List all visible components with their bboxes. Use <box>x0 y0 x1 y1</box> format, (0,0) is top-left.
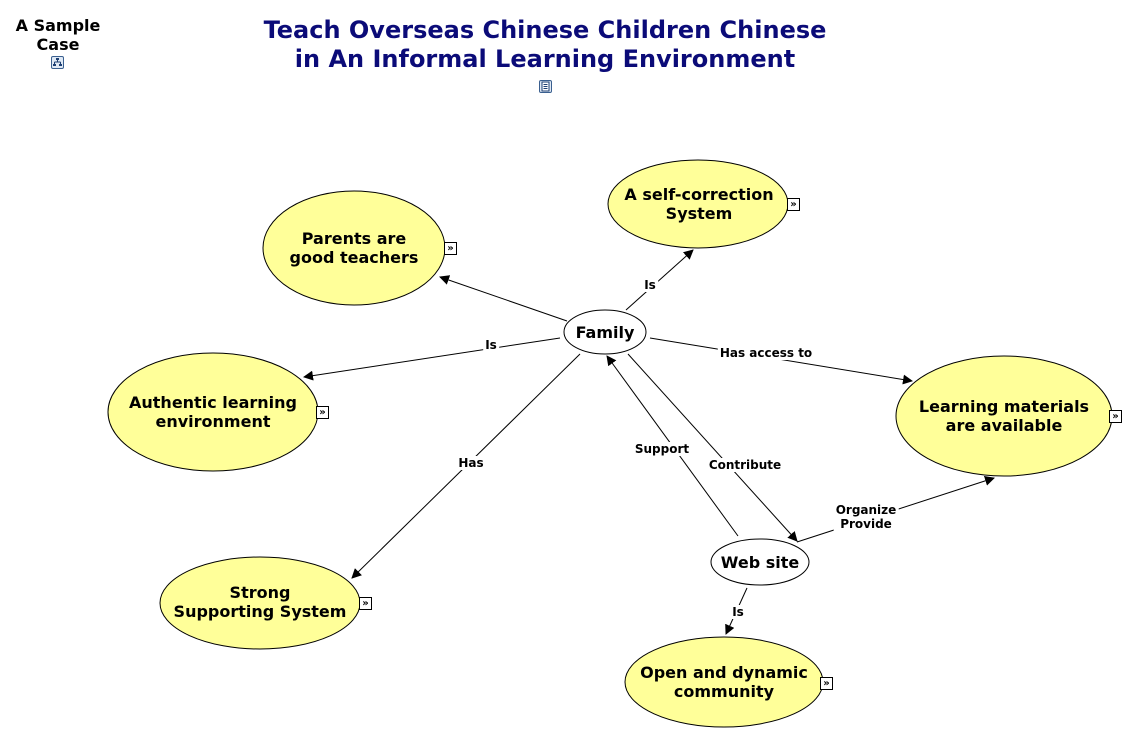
node-selfcorrection[interactable]: A self-correction System <box>614 176 784 232</box>
node-community[interactable]: Open and dynamic community <box>634 654 814 710</box>
expand-arrow-icon[interactable]: » <box>1109 410 1122 423</box>
node-selfcorrection-line2: System <box>665 204 733 223</box>
link-label-is-left: Is <box>483 338 499 352</box>
node-strong-line2: Supporting System <box>173 602 347 621</box>
concept-map-icon[interactable] <box>51 56 64 69</box>
corner-label: A Sample Case <box>8 16 108 54</box>
node-strong-line1: Strong <box>229 583 291 602</box>
corner-label-line2: Case <box>36 35 80 54</box>
expand-arrow-icon[interactable]: » <box>787 198 800 211</box>
node-website[interactable]: Web site <box>715 550 805 574</box>
node-authentic-line1: Authentic learning <box>129 393 297 412</box>
expand-arrow-icon[interactable]: » <box>820 677 833 690</box>
link-family-website <box>627 353 798 542</box>
node-community-line2: community <box>673 682 775 701</box>
link-label-has: Has <box>456 456 486 470</box>
expand-arrow-icon[interactable]: » <box>444 242 457 255</box>
link-label-is-bottom: Is <box>730 605 746 619</box>
node-materials[interactable]: Learning materials are available <box>904 388 1104 444</box>
document-icon[interactable] <box>539 80 552 93</box>
node-family-line1: Family <box>575 322 635 342</box>
node-community-line1: Open and dynamic <box>640 663 808 682</box>
corner-label-line1: A Sample <box>15 16 101 35</box>
node-family[interactable]: Family <box>565 320 645 344</box>
node-parents-line1: Parents are <box>301 229 407 248</box>
node-website-line1: Web site <box>720 552 800 572</box>
node-parents[interactable]: Parents are good teachers <box>274 220 434 276</box>
node-authentic-line2: environment <box>155 412 271 431</box>
expand-arrow-icon[interactable]: » <box>316 406 329 419</box>
title-line2: in An Informal Learning Environment <box>294 45 796 73</box>
link-label-organize: Organize <box>835 503 897 517</box>
expand-arrow-icon[interactable]: » <box>359 597 372 610</box>
node-authentic[interactable]: Authentic learning environment <box>113 384 313 440</box>
link-family-authentic <box>303 337 561 381</box>
link-label-organize-provide: Organize Provide <box>833 503 899 531</box>
link-label-support: Support <box>632 442 692 456</box>
node-website-ellipse[interactable] <box>710 538 810 586</box>
link-family-parents <box>439 275 568 322</box>
page-title: Teach Overseas Chinese Children Chinese … <box>180 16 910 74</box>
node-selfcorrection-line1: A self-correction <box>624 185 774 204</box>
node-family-ellipse[interactable] <box>563 309 647 355</box>
node-materials-line2: are available <box>945 416 1063 435</box>
title-line1: Teach Overseas Chinese Children Chinese <box>263 16 827 44</box>
node-parents-line2: good teachers <box>289 248 419 267</box>
link-family-selfcorrection <box>625 249 694 311</box>
link-label-is-top: Is <box>642 278 658 292</box>
node-materials-line1: Learning materials <box>918 397 1090 416</box>
link-label-contribute: Contribute <box>706 458 784 472</box>
link-label-has-access: Has access to <box>717 346 815 360</box>
link-label-provide: Provide <box>840 517 892 531</box>
node-strong[interactable]: Strong Supporting System <box>165 574 355 630</box>
